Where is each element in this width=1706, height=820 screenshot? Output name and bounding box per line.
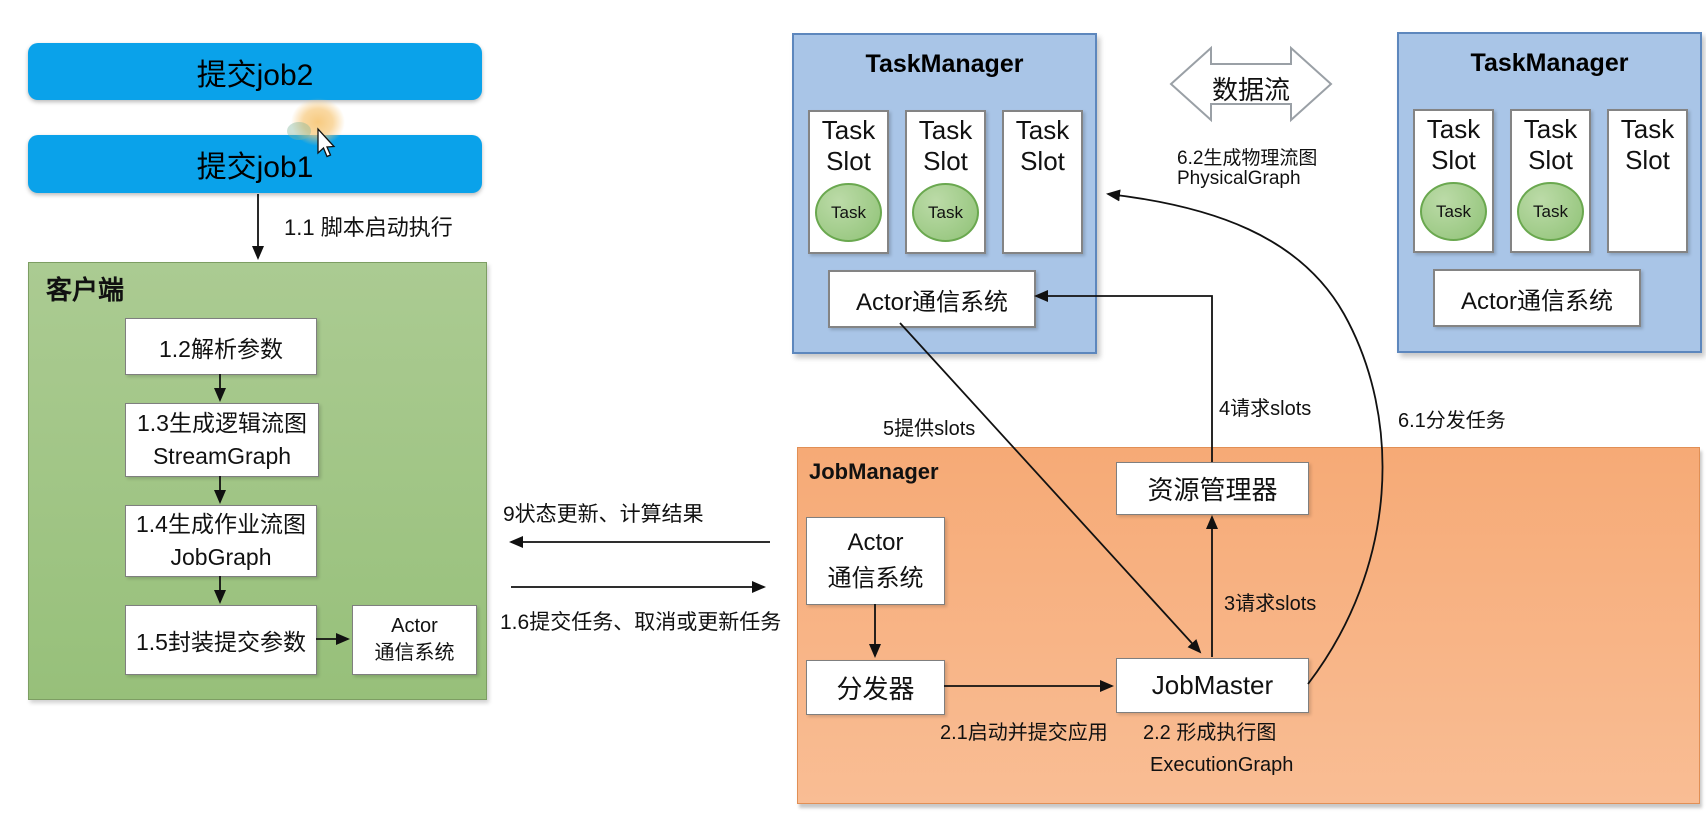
label-execution-graph: ExecutionGraph (1150, 754, 1294, 776)
label-request-slots-3: 3请求slots (1224, 593, 1317, 615)
client-title: 客户端 (46, 275, 125, 305)
taskmanager-right-panel: TaskManager Task Slot Task Task Slot Tas… (1397, 32, 1702, 353)
submit-job1-button[interactable]: 提交job1 (28, 135, 482, 193)
dataflow-label: 数据流 (1211, 75, 1290, 105)
resource-manager-label: 资源管理器 (1147, 475, 1278, 505)
dispatcher-label: 分发器 (836, 674, 915, 704)
task-ellipse: Task (815, 183, 882, 242)
client-step-jobgraph: 1.4生成作业流图 JobGraph (125, 505, 317, 577)
task-slot: Task Slot (1607, 109, 1688, 253)
client-actor-line2: 通信系统 (374, 642, 455, 664)
taskmanager-left-panel: TaskManager Task Slot Task Task Slot Tas… (792, 33, 1097, 354)
label-form-execution-graph: 2.2 形成执行图 (1143, 722, 1277, 744)
label-physical-graph-line1: 6.2生成物理流图 (1177, 148, 1318, 169)
jobmanager-actor-line1: Actor (847, 529, 904, 556)
taskmanager-left-title: TaskManager (865, 50, 1024, 78)
label-provide-slots: 5提供slots (883, 418, 976, 440)
client-step-streamgraph-line2: StreamGraph (152, 443, 292, 469)
label-status-update: 9状态更新、计算结果 (503, 503, 704, 526)
jobmaster-box: JobMaster (1116, 658, 1309, 713)
submit-job1-label: 提交job1 (196, 151, 314, 184)
label-physical-graph-line2: PhysicalGraph (1177, 168, 1301, 189)
client-step-streamgraph-line1: 1.3生成逻辑流图 (137, 410, 307, 436)
task-slot: Task Slot Task (1510, 109, 1591, 253)
submit-job2-button[interactable]: 提交job2 (28, 43, 482, 100)
client-actor-system-box: Actor 通信系统 (352, 605, 477, 675)
client-step-package-params: 1.5封装提交参数 (125, 605, 317, 675)
client-actor-line1: Actor (391, 615, 438, 637)
task-ellipse: Task (1420, 182, 1487, 241)
taskmanager-left-actor-box: Actor通信系统 (828, 270, 1036, 328)
task-slot: Task Slot Task (808, 110, 889, 254)
label-request-slots-4: 4请求slots (1219, 398, 1312, 420)
resource-manager-box: 资源管理器 (1116, 462, 1309, 515)
task-ellipse: Task (912, 183, 979, 242)
client-step-streamgraph: 1.3生成逻辑流图 StreamGraph (125, 403, 319, 477)
task-ellipse: Task (1517, 182, 1584, 241)
dispatcher-box: 分发器 (806, 660, 945, 715)
jobmanager-actor-system-box: Actor 通信系统 (806, 517, 945, 605)
jobmanager-title: JobManager (809, 459, 939, 484)
taskmanager-right-actor-box: Actor通信系统 (1433, 269, 1641, 327)
client-step-jobgraph-line1: 1.4生成作业流图 (136, 511, 306, 537)
submit-job2-label: 提交job2 (196, 58, 314, 92)
task-slot: Task Slot (1002, 110, 1083, 254)
taskmanager-right-title: TaskManager (1470, 49, 1629, 77)
client-step-parse-params: 1.2解析参数 (125, 318, 317, 375)
task-slot: Task Slot Task (1413, 109, 1494, 253)
label-script-start: 1.1 脚本启动执行 (284, 215, 453, 240)
client-step-jobgraph-line2: JobGraph (170, 544, 272, 570)
label-dispatch-tasks: 6.1分发任务 (1398, 410, 1506, 432)
jobmanager-actor-line2: 通信系统 (827, 565, 924, 592)
task-slot: Task Slot Task (905, 110, 986, 254)
client-step-package-params-label: 1.5封装提交参数 (136, 629, 306, 655)
label-start-submit-app: 2.1启动并提交应用 (940, 722, 1108, 744)
jobmaster-label: JobMaster (1151, 670, 1274, 700)
label-submit-cancel-update: 1.6提交任务、取消或更新任务 (500, 611, 782, 634)
client-step-parse-params-label: 1.2解析参数 (159, 335, 283, 362)
